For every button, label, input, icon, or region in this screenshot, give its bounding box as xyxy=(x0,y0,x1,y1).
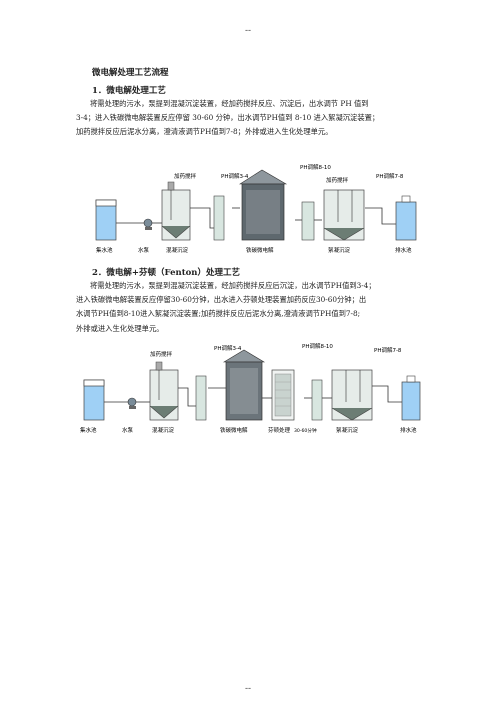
ph-label: PH调解7-8 xyxy=(376,172,404,180)
process-flow-diagram-1: 加药搅拌 PH调解3-4 PH调解8-10 加药搅拌 PH调解7-8 集水池 水… xyxy=(90,160,420,254)
section-1-line: 将需处理的污水，泵提到混凝沉淀装置，经加药搅拌反应、沉淀后，出水调节 PH 值到 xyxy=(90,99,369,108)
dosing-label: 加药搅拌 xyxy=(174,172,197,180)
coagulation-sedimentation-tank xyxy=(161,181,191,241)
unit-label: 水泵 xyxy=(122,426,134,434)
flocculation-sedimentation-tank xyxy=(331,369,373,421)
iron-carbon-micro-electrolysis-reactor xyxy=(238,169,288,241)
unit-label: 铁碳微电解 xyxy=(220,426,248,434)
unit-label: 絮凝沉淀 xyxy=(328,246,351,254)
document-title: 微电解处理工艺流程 xyxy=(92,68,169,78)
unit-label: 芬顿处理 xyxy=(268,426,291,434)
ph-adjust-tank xyxy=(301,201,315,241)
collection-tank xyxy=(83,379,105,421)
water-pump xyxy=(143,218,153,230)
section-2-line: 外排或进入生化处理单元。 xyxy=(76,323,164,333)
page-top-mark: -- xyxy=(244,26,252,36)
section-2-heading: 2．微电解+芬顿（Fenton）处理工艺 xyxy=(92,268,240,278)
unit-label: 排水池 xyxy=(395,246,412,254)
water-pump xyxy=(127,397,137,409)
section-1-line: 3-4；进入铁碳微电解装置反应停留 30-60 分钟，出水调节PH值到 8-10… xyxy=(76,113,380,123)
unit-label: 30-60分钟 xyxy=(294,427,317,434)
unit-label: 絮凝沉淀 xyxy=(336,426,359,434)
ph-label: PH调解7-8 xyxy=(374,346,402,354)
unit-label: 混凝沉淀 xyxy=(152,426,175,434)
section-2-line: 水调节PH值到8-10进入絮凝沉淀装置;加药搅拌反应后泥水分离,澄清液调节PH值… xyxy=(76,309,361,319)
ph-adjust-tank xyxy=(311,379,323,421)
dosing-label: 加药搅拌 xyxy=(326,176,349,184)
unit-label: 水泵 xyxy=(138,246,150,254)
dosing-tank xyxy=(195,375,207,421)
section-2-line: 将需处理的污水，泵提到混凝沉淀装置，经加药搅拌反应后沉淀，出水调节PH值到3-4… xyxy=(90,281,376,290)
collection-tank xyxy=(95,199,117,241)
fenton-reactor xyxy=(271,369,295,421)
section-1-line: 加药搅拌反应后泥水分离，澄清液调节PH值到7-8；外排或进入生化处理单元。 xyxy=(76,127,333,137)
page-bottom-mark: -- xyxy=(244,684,252,694)
ph-label: PH调解8-10 xyxy=(300,163,331,171)
section-2-line: 进入铁碳微电解装置反应停留30-60分钟，出水进入芬顿处理装置加药反应30-60… xyxy=(76,295,367,305)
process-flow-diagram-2: 加药搅拌 PH调解3-4 PH调解8-10 PH调解7-8 集水池 水泵 混凝沉… xyxy=(76,340,422,434)
discharge-tank xyxy=(395,195,417,241)
unit-label: 排水池 xyxy=(400,426,417,434)
unit-label: 铁碳微电解 xyxy=(246,246,274,254)
coagulation-sedimentation-tank xyxy=(149,361,179,421)
unit-label: 集水池 xyxy=(96,246,113,254)
discharge-tank xyxy=(401,375,421,421)
ph-label: PH调解8-10 xyxy=(302,342,333,350)
ph-label: PH调解3-4 xyxy=(221,172,249,180)
unit-label: 集水池 xyxy=(80,426,97,434)
section-1-heading: 1．微电解处理工艺 xyxy=(92,86,166,96)
unit-label: 混凝沉淀 xyxy=(166,246,189,254)
dosing-tank xyxy=(213,195,225,241)
section-1-paragraph: 将需处理的污水，泵提到混凝沉淀装置，经加药搅拌反应、沉淀后，出水调节 PH 值到… xyxy=(76,97,422,140)
iron-carbon-micro-electrolysis-reactor xyxy=(222,349,266,421)
pipe xyxy=(104,385,402,407)
ph-label: PH调解3-4 xyxy=(214,344,242,352)
section-2-paragraph: 将需处理的污水，泵提到混凝沉淀装置，经加药搅拌反应后沉淀，出水调节PH值到3-4… xyxy=(76,279,422,336)
dosing-label: 加药搅拌 xyxy=(150,350,173,358)
flocculation-sedimentation-tank xyxy=(323,189,365,241)
